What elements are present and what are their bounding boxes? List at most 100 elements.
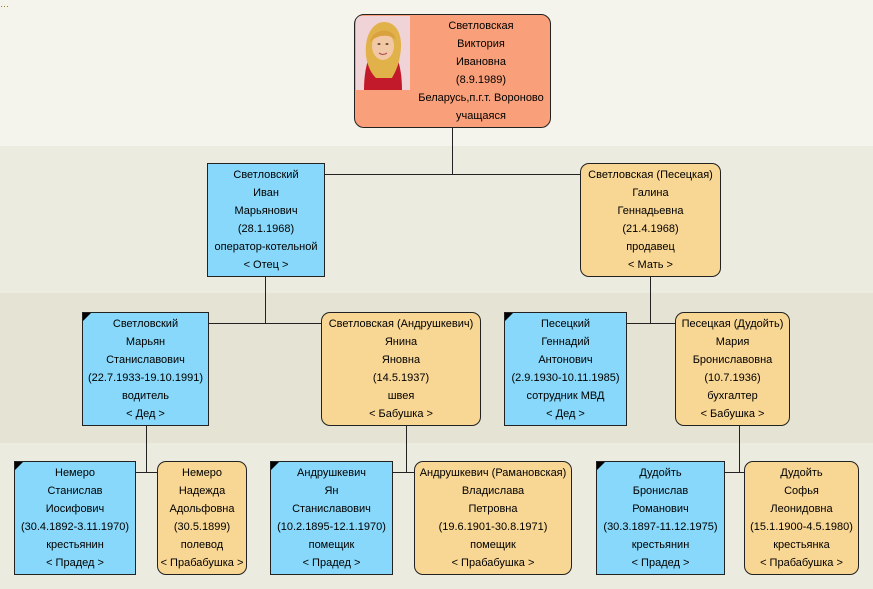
person-card-grandmother-maternal[interactable]: Песецкая (Дудойть) Мария Брониславовна (…	[675, 312, 790, 426]
occupation: бухгалтер	[707, 390, 758, 402]
surname: Песецкая (Дудойть)	[681, 318, 784, 330]
person-card-mother[interactable]: Светловская (Песецкая) Галина Геннадьевн…	[580, 163, 721, 277]
dates: (28.1.1968)	[237, 223, 295, 235]
person-card-great-grandfather-1[interactable]: Немеро Станислав Иосифович (30.4.1892-3.…	[14, 461, 136, 575]
relation-label: < Бабушка >	[369, 408, 433, 420]
patronymic: Петровна	[468, 503, 518, 515]
patronymic: Марьянович	[234, 205, 298, 217]
surname: Светловская (Андрушкевич)	[328, 318, 474, 330]
generation-band-2	[0, 146, 873, 293]
given-name: Марьян	[125, 336, 166, 348]
person-card-great-grandmother-3[interactable]: Дудойть Софья Леонидовна (15.1.1900-4.5.…	[744, 461, 859, 575]
dates: (2.9.1930-10.11.1985)	[511, 372, 620, 384]
tick-mark-icon: …	[0, 0, 9, 9]
occupation: оператор-котельной	[214, 241, 318, 253]
relation-label: < Прабабушка >	[451, 557, 535, 569]
patronymic: Станиславович	[106, 354, 185, 366]
person-card-great-grandmother-1[interactable]: Немеро Надежда Адольфовна (30.5.1899) по…	[157, 461, 247, 575]
occupation: полевод	[180, 539, 224, 551]
relation-label: < Прабабушка >	[160, 557, 244, 569]
surname: Дудойть	[639, 467, 682, 479]
relation-label: < Прадед >	[46, 557, 104, 569]
relation-label: < Мать >	[628, 259, 673, 271]
surname: Светловская	[448, 20, 514, 32]
dates: (14.5.1937)	[372, 372, 430, 384]
surname: Андрушкевич	[297, 467, 366, 479]
occupation: крестьянин	[631, 539, 690, 551]
dates: (30.5.1899)	[173, 521, 231, 533]
dates: (19.6.1901-30.8.1971)	[438, 521, 548, 533]
dates: (15.1.1900-4.5.1980)	[750, 521, 853, 533]
patronymic: Станиславович	[292, 503, 371, 515]
dates: (10.7.1936)	[704, 372, 761, 384]
occupation: крестьянка	[773, 539, 830, 551]
patronymic: Антонович	[538, 354, 593, 366]
surname: Дудойть	[780, 467, 823, 479]
relation-label: < Прабабушка >	[760, 557, 843, 569]
given-name: Владислава	[461, 485, 525, 497]
dates: (22.7.1933-19.10.1991)	[88, 372, 203, 384]
patronymic: Адольфовна	[169, 503, 235, 515]
given-name: Ян	[324, 485, 339, 497]
relation-label: < Прадед >	[302, 557, 361, 569]
patronymic: Леонидовна	[770, 503, 833, 515]
expand-marker-icon[interactable]	[271, 462, 279, 470]
given-name: Геннадий	[541, 336, 590, 348]
expand-marker-icon[interactable]	[15, 462, 23, 470]
dates: (10.2.1895-12.1.1970)	[277, 521, 386, 533]
dates: (8.9.1989)	[455, 74, 507, 86]
person-card-grandfather-maternal[interactable]: Песецкий Геннадий Антонович (2.9.1930-10…	[504, 312, 627, 426]
occupation: крестьянин	[46, 539, 104, 551]
surname: Немеро	[182, 467, 222, 479]
occupation: помещик	[308, 539, 355, 551]
given-name: Мария	[715, 336, 750, 348]
patronymic: Ивановна	[456, 56, 506, 68]
person-card-great-grandfather-2[interactable]: Андрушкевич Ян Станиславович (10.2.1895-…	[270, 461, 393, 575]
given-name: Виктория	[457, 38, 505, 50]
occupation: продавец	[626, 241, 675, 253]
patronymic: Геннадьевна	[617, 205, 684, 217]
given-name: Бронислав	[632, 485, 689, 497]
dates: (30.4.1892-3.11.1970)	[20, 521, 130, 533]
person-card-great-grandmother-2[interactable]: Андрушкевич (Рамановская) Владислава Пет…	[414, 461, 572, 575]
relation-label: < Прадед >	[631, 557, 690, 569]
surname: Светловский	[112, 318, 179, 330]
surname: Песецкий	[540, 318, 591, 330]
occupation: водитель	[122, 390, 169, 402]
birthplace: Беларусь,п.г.т. Вороново	[418, 92, 544, 104]
expand-marker-icon[interactable]	[505, 313, 513, 321]
occupation: сотрудник МВД	[526, 390, 605, 402]
given-name: Станислав	[47, 485, 103, 497]
occupation: помещик	[470, 539, 516, 551]
relation-label: < Бабушка >	[700, 408, 765, 420]
surname: Светловская (Песецкая)	[588, 169, 713, 181]
given-name: Софья	[784, 485, 819, 497]
patronymic: Романович	[632, 503, 689, 515]
surname: Андрушкевич (Рамановская)	[419, 467, 567, 479]
given-name: Галина	[632, 187, 669, 199]
given-name: Янина	[384, 336, 418, 348]
person-card-great-grandfather-3[interactable]: Дудойть Бронислав Романович (30.3.1897-1…	[596, 461, 725, 575]
surname: Светловский	[233, 169, 299, 181]
person-card-root[interactable]: Светловская Виктория Ивановна (8.9.1989)…	[354, 14, 551, 128]
expand-marker-icon[interactable]	[83, 313, 91, 321]
occupation: учащаяся	[456, 110, 506, 122]
occupation: швея	[387, 390, 415, 402]
dates: (30.3.1897-11.12.1975)	[603, 521, 718, 533]
person-info: Светловская Виктория Ивановна (8.9.1989)…	[412, 15, 550, 127]
patronymic: Яновна	[381, 354, 421, 366]
dates: (21.4.1968)	[622, 223, 679, 235]
person-photo	[356, 16, 410, 90]
person-card-father[interactable]: Светловский Иван Марьянович (28.1.1968) …	[207, 163, 325, 277]
relation-label: < Дед >	[126, 408, 165, 420]
relation-label: < Отец >	[243, 259, 289, 271]
patronymic: Брониславовна	[692, 354, 773, 366]
person-card-grandfather-paternal[interactable]: Светловский Марьян Станиславович (22.7.1…	[82, 312, 209, 426]
person-card-grandmother-paternal[interactable]: Светловская (Андрушкевич) Янина Яновна (…	[321, 312, 481, 426]
surname: Немеро	[55, 467, 95, 479]
relation-label: < Дед >	[546, 408, 585, 420]
given-name: Иван	[253, 187, 279, 199]
expand-marker-icon[interactable]	[597, 462, 605, 470]
patronymic: Иосифович	[45, 503, 105, 515]
